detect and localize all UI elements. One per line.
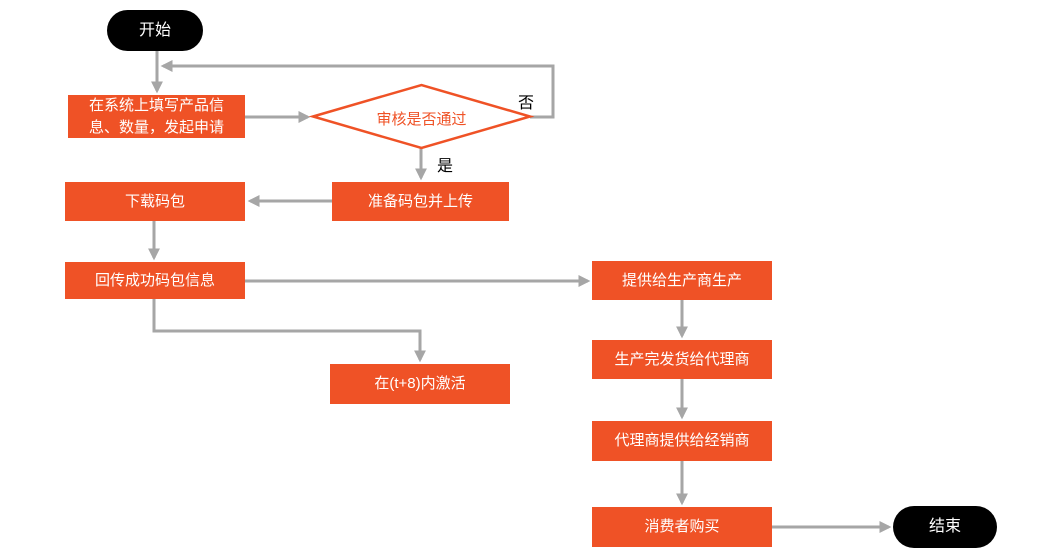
end-node: 结束 [893, 506, 997, 548]
edge-review-no-loop [160, 60, 555, 119]
return-info-node: 回传成功码包信息 [65, 262, 245, 299]
edge-label-yes: 是 [437, 158, 454, 175]
start-node: 开始 [107, 10, 203, 51]
consumer-purchase-node: 消费者购买 [592, 507, 772, 547]
fill-info-line1: 在系统上填写产品信 [88, 96, 224, 114]
agent-distributor-node: 代理商提供给经销商 [592, 421, 772, 461]
download-node: 下载码包 [65, 182, 245, 221]
fill-info-label: 在系统上填写产品信 息、数量，发起申请 [89, 95, 224, 139]
activate-node: 在(t+8)内激活 [330, 364, 510, 404]
prepare-upload-node: 准备码包并上传 [332, 182, 509, 221]
fill-info-node: 在系统上填写产品信 息、数量，发起申请 [68, 95, 245, 138]
fill-info-line2: 息、数量，发起申请 [88, 118, 224, 136]
edge-return-info-to-activate [152, 299, 426, 363]
provide-producer-node: 提供给生产商生产 [592, 261, 772, 300]
review-decision-diamond [308, 83, 535, 150]
edge-label-no: 否 [518, 95, 535, 112]
review-decision-label: 审核是否通过 [376, 111, 467, 128]
production-ship-node: 生产完发货给代理商 [592, 340, 772, 379]
